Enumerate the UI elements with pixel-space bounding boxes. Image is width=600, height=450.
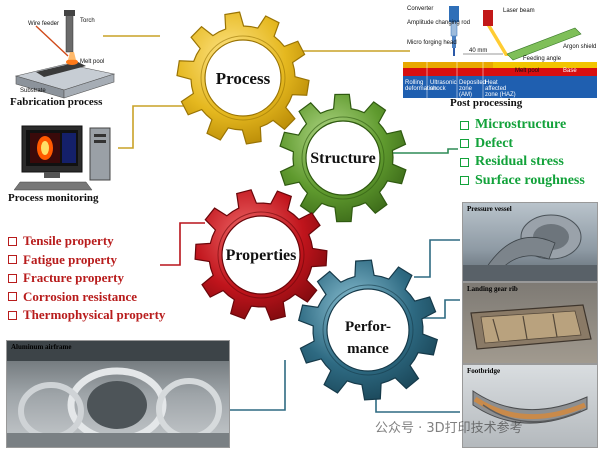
post-label-base: Base — [563, 68, 577, 74]
connector-structure-list — [378, 148, 458, 154]
fabrication-label-torch: Torch — [80, 18, 95, 24]
connector-pressure-vessel — [414, 239, 460, 278]
connector-airframe — [230, 360, 286, 411]
landing-gear-drawing — [470, 304, 592, 350]
connector-footbridge — [375, 399, 460, 413]
post-label-zone-rolling: Rolling deformation — [405, 80, 437, 92]
fabrication-label-melt-pool: Melt pool — [80, 59, 105, 65]
performance-gear-label: Perfor- mance — [318, 316, 418, 360]
property-item-label: Thermophysical property — [23, 307, 166, 323]
footbridge-drawing — [472, 390, 588, 424]
airframe-photo: Aluminum airframe — [6, 340, 230, 448]
post-processing-drawing — [403, 6, 597, 98]
connector-properties-list — [160, 222, 205, 266]
gear-ring — [301, 116, 385, 200]
monitoring-caption: Process monitoring — [8, 192, 99, 204]
post-label-laser-beam: Laser beam — [503, 8, 535, 14]
process-gear-label: Process — [215, 69, 271, 88]
structure-item-label: Residual stress — [475, 154, 564, 170]
structure-item: Surface roughness — [460, 172, 585, 191]
properties-gear-label: Properties — [225, 247, 297, 264]
gear-hub — [326, 288, 410, 372]
checkbox-icon — [8, 255, 17, 265]
checkbox-icon — [460, 176, 469, 186]
post-label-zone-haz: Heat affected zone (HAZ) — [485, 80, 516, 98]
structure-item: Defect — [460, 135, 585, 154]
structure-list: Microstructure Defect Residual stress Su… — [460, 116, 585, 190]
footbridge-caption: Footbridge — [467, 367, 501, 375]
checkbox-icon — [460, 139, 469, 149]
post-processing-caption: Post processing — [450, 97, 523, 109]
structure-item-label: Surface roughness — [475, 172, 585, 188]
property-item: Thermophysical property — [8, 306, 165, 325]
pressure-vessel-drawing — [463, 214, 597, 281]
fabrication-caption: Fabrication process — [10, 96, 103, 108]
performance-gear — [297, 259, 439, 401]
landing-gear-caption: Landing gear rib — [467, 285, 518, 293]
post-label-feeding-angle: Feeding angle — [523, 56, 562, 62]
pressure-vessel-photo: Pressure vessel — [462, 202, 598, 282]
process-gear — [176, 11, 310, 145]
post-label-converter: Converter — [407, 6, 434, 12]
properties-list: Tensile property Fatigue property Fractu… — [8, 232, 165, 325]
pressure-vessel-caption: Pressure vessel — [467, 205, 512, 213]
property-item-label: Tensile property — [23, 233, 114, 249]
post-label-melt-pool: Melt pool — [515, 68, 540, 74]
checkbox-icon — [460, 157, 469, 167]
airframe-drawing — [7, 341, 229, 447]
monitoring-illustration — [13, 124, 124, 194]
checkbox-icon — [460, 120, 469, 130]
post-processing-illustration: Converter Amplitude changing rod Micro f… — [403, 4, 597, 100]
connector-monitoring — [118, 105, 195, 149]
gear-hub — [204, 39, 282, 117]
post-label-amplitude-rod: Amplitude changing rod — [407, 20, 471, 26]
checkbox-icon — [8, 273, 17, 283]
property-item-label: Fracture property — [23, 270, 124, 286]
airframe-caption: Aluminum airframe — [11, 343, 72, 351]
property-item: Corrosion resistance — [8, 288, 165, 307]
structure-item-label: Microstructure — [475, 117, 567, 133]
checkbox-icon — [8, 292, 17, 302]
gear-ring — [217, 211, 305, 299]
footbridge-photo: Footbridge — [462, 364, 598, 448]
checkbox-icon — [8, 310, 17, 320]
structure-item-label: Defect — [475, 135, 514, 151]
property-item: Fatigue property — [8, 251, 165, 270]
property-item: Tensile property — [8, 232, 165, 251]
fabrication-illustration: Wire feeder Torch Melt pool Substrate — [6, 6, 116, 102]
gear-hub — [305, 120, 381, 196]
gear-ring — [200, 35, 286, 121]
gear-ring — [322, 284, 414, 376]
structure-gear-label: Structure — [310, 150, 376, 167]
structure-item: Microstructure — [460, 116, 585, 135]
properties-gear — [194, 189, 328, 321]
post-label-zone-deposited: Deposited zone (AM) — [459, 80, 487, 98]
post-label-micro-forging: Micro forging head — [407, 40, 457, 46]
gear-hub — [221, 215, 301, 295]
structure-item: Residual stress — [460, 153, 585, 172]
property-item: Fracture property — [8, 269, 165, 288]
post-label-distance: 40 mm — [469, 48, 488, 54]
fabrication-drawing — [14, 10, 116, 99]
performance-label-line2: mance — [347, 341, 389, 357]
monitoring-computer — [13, 125, 111, 191]
fabrication-label-substrate: Substrate — [20, 88, 46, 94]
performance-label-line1: Perfor- — [344, 319, 392, 335]
checkbox-icon — [8, 236, 17, 246]
property-item-label: Fatigue property — [23, 251, 117, 267]
property-item-label: Corrosion resistance — [23, 288, 137, 304]
post-label-zone-ultrasonic: Ultrasonic shock — [430, 80, 457, 92]
fabrication-label-wire-feeder: Wire feeder — [28, 21, 60, 27]
structure-gear — [279, 93, 407, 223]
post-label-argon: Argon shield — [563, 44, 597, 50]
landing-gear-photo: Landing gear rib — [462, 282, 598, 364]
watermark: 公众号 · 3D打印技术参考 — [375, 421, 523, 436]
connector-landing-gear — [420, 299, 460, 319]
